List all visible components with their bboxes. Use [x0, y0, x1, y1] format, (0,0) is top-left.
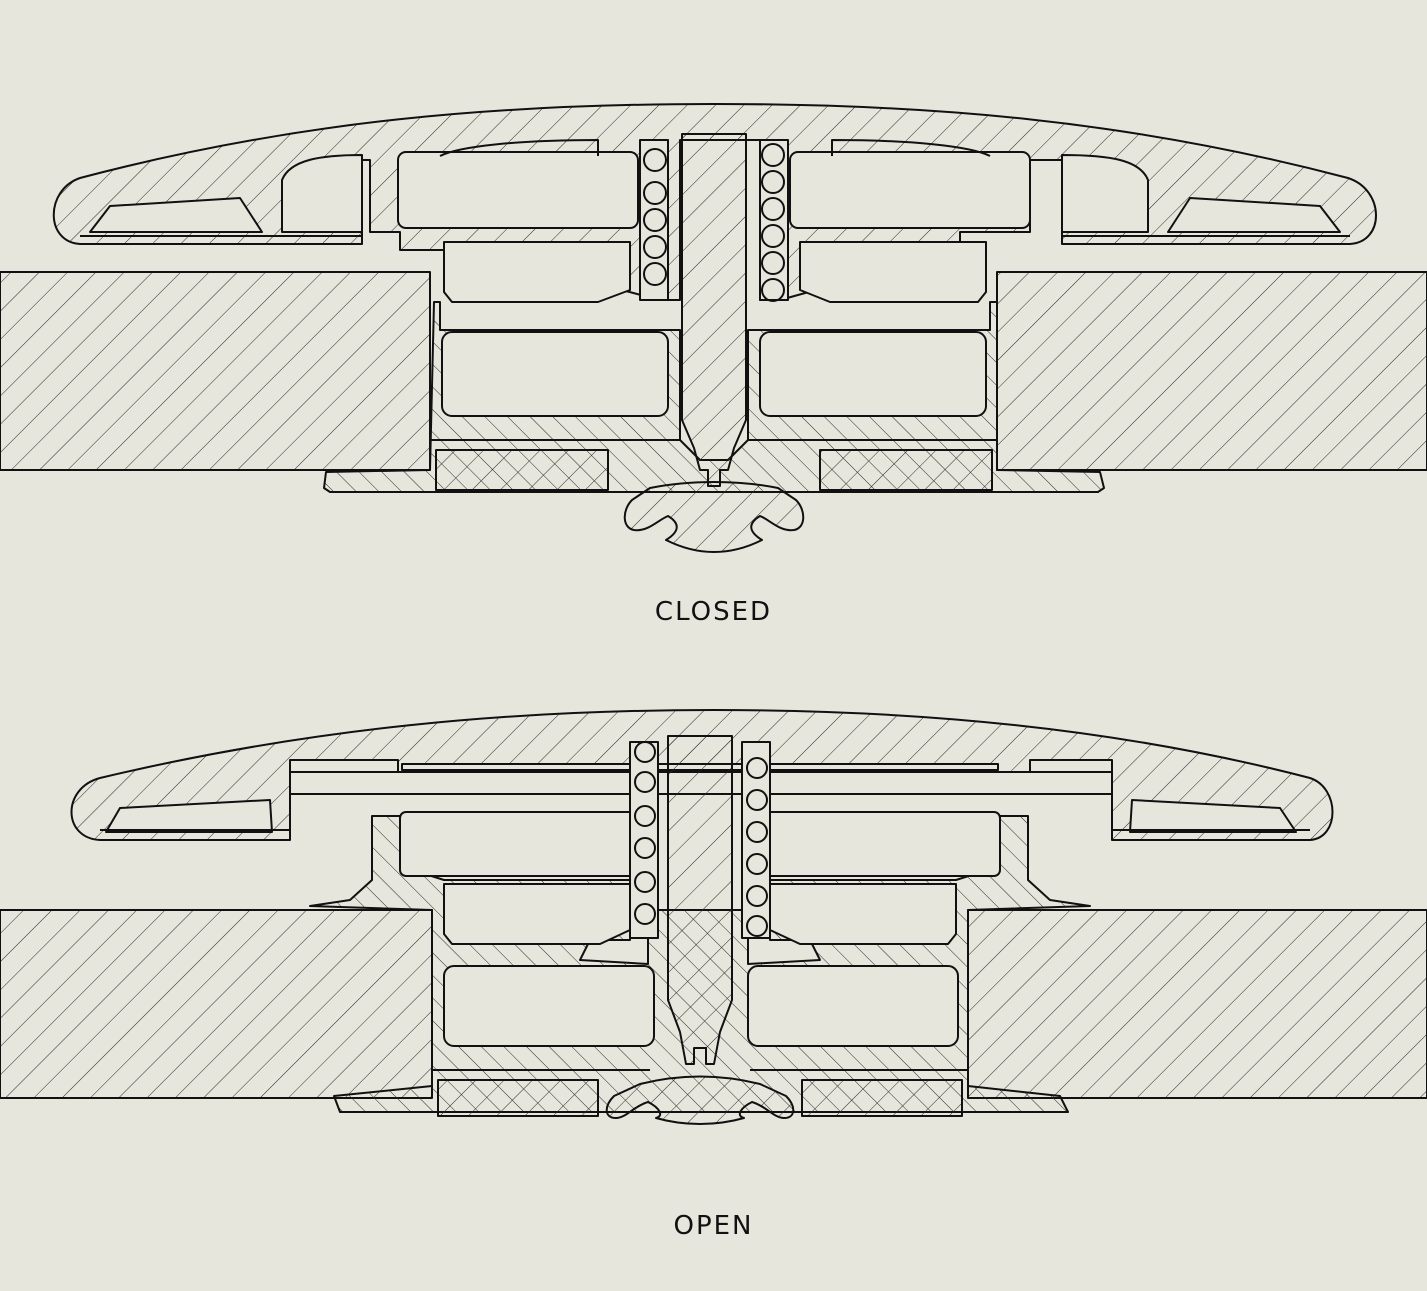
open-view: [0, 709, 1427, 1125]
closed-cap-pocket-left: [281, 154, 363, 233]
closed-cavity-lower-left: [441, 331, 669, 417]
open-view-label: OPEN: [673, 1211, 754, 1241]
open-panel-right: [967, 909, 1427, 1099]
closed-plunger: [681, 133, 747, 487]
closed-cavity-mid-right: [799, 241, 987, 303]
closed-spring-right: [759, 139, 789, 302]
open-cap-recess-right: [1129, 799, 1297, 833]
open-cap-recess-left: [105, 799, 273, 833]
open-cavity-upper-right: [759, 811, 1001, 877]
open-cavity-lower-left: [443, 965, 655, 1047]
closed-cavity-mid-left: [443, 241, 631, 303]
open-cavity-mid-left: [443, 883, 631, 945]
closed-view-label: CLOSED: [654, 597, 773, 627]
closed-panel-left: [0, 271, 431, 471]
closed-cavity-upper-right: [789, 151, 1031, 229]
closed-cap-pocket-right: [1061, 154, 1149, 233]
open-cavity-mid-right: [769, 883, 957, 945]
open-cavity-lower-right: [747, 965, 959, 1047]
open-panel-left: [0, 909, 433, 1099]
open-plunger: [667, 735, 733, 1065]
closed-cavity-lower-right: [759, 331, 987, 417]
open-cap: [70, 709, 1334, 841]
closed-cap: [52, 103, 1377, 301]
closed-cavity-upper-left: [397, 151, 639, 229]
closed-t-handle: [623, 481, 805, 553]
closed-panel-right: [996, 271, 1427, 471]
open-t-handle: [605, 1075, 795, 1125]
open-spring-left: [629, 741, 659, 939]
closed-spring-left: [639, 139, 669, 301]
closed-view: [0, 103, 1427, 553]
open-spring-right: [741, 741, 771, 939]
open-cavity-upper-left: [399, 811, 641, 877]
closed-cap-recess-right: [1167, 197, 1341, 233]
closed-cap-recess-left: [89, 197, 263, 233]
